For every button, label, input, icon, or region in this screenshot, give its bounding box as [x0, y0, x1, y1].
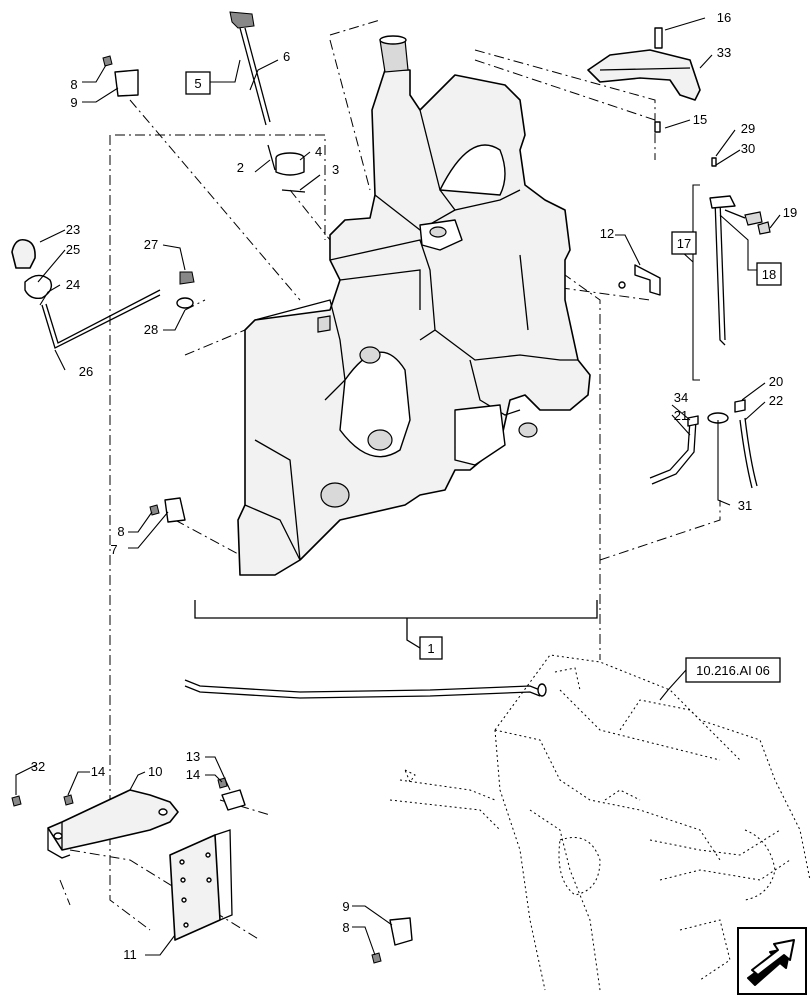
callout-19: 19 [783, 205, 797, 220]
callout-13: 13 [186, 749, 200, 764]
callout-24: 24 [66, 277, 80, 292]
dipstick [210, 11, 279, 126]
callout-28: 28 [144, 322, 158, 337]
callout-32: 32 [31, 759, 45, 774]
callout-27: 27 [144, 237, 158, 252]
assembly-bracket [194, 600, 598, 649]
callout-29: 29 [741, 121, 755, 136]
callout-1: 1 [427, 641, 434, 656]
callout-33: 33 [717, 45, 731, 60]
hose-line [184, 679, 547, 699]
callout-34: 34 [674, 390, 688, 405]
assembly-lines [59, 19, 721, 941]
hydraulic-tank [237, 35, 591, 576]
breather [11, 229, 161, 371]
callout-11: 11 [123, 947, 137, 962]
cover-33 [587, 17, 713, 133]
callout-20: 20 [769, 374, 783, 389]
callout-6: 6 [283, 49, 290, 64]
callout-3: 3 [332, 162, 339, 177]
callout-22: 22 [769, 393, 783, 408]
callout-10: 10 [148, 764, 162, 779]
callout-16: 16 [717, 10, 731, 25]
callout-8-top: 8 [70, 77, 77, 92]
callout-8-mid: 8 [117, 524, 124, 539]
grommet [162, 244, 195, 331]
callout-5: 5 [194, 76, 201, 91]
callout-17-box [671, 231, 697, 255]
reference-box [685, 657, 781, 683]
callout-12: 12 [600, 226, 614, 241]
clip-top [82, 55, 139, 103]
mount-bracket-10 [11, 764, 179, 859]
callout-18: 18 [762, 267, 776, 282]
bracket-12 [615, 234, 661, 296]
callout-8-bottom: 8 [342, 920, 349, 935]
callout-9-bottom: 9 [342, 899, 349, 914]
callout-23: 23 [66, 222, 80, 237]
reference-label: 10.216.AI 06 [696, 663, 770, 678]
callout-2: 2 [237, 160, 244, 175]
callout-31: 31 [738, 498, 752, 513]
callout-17: 17 [677, 236, 691, 251]
callout-30: 30 [741, 141, 755, 156]
callout-7: 7 [110, 542, 117, 557]
next-page-arrow-icon[interactable] [737, 927, 807, 995]
callout-25: 25 [66, 242, 80, 257]
callout-14-left: 14 [91, 764, 105, 779]
fill-cap [254, 144, 321, 193]
boxed-callouts: 5 1 17 18 10.216.AI 06 [185, 71, 782, 701]
callout-9-top: 9 [70, 95, 77, 110]
callout-14-right: 14 [186, 767, 200, 782]
callout-5-box [185, 71, 211, 95]
level-sensor [649, 129, 781, 506]
callout-21: 21 [674, 408, 688, 423]
callout-18-box [756, 262, 782, 286]
callouts: 2 3 4 6 7 8 8 8 9 9 10 11 12 13 14 14 15… [31, 10, 797, 962]
plate-11 [145, 756, 246, 956]
callout-4: 4 [315, 144, 322, 159]
clip-mid [128, 497, 186, 549]
clip-bottom [352, 905, 413, 964]
callout-1-box [419, 636, 443, 660]
callout-15: 15 [693, 112, 707, 127]
cab-frame [389, 654, 811, 991]
callout-26: 26 [79, 364, 93, 379]
